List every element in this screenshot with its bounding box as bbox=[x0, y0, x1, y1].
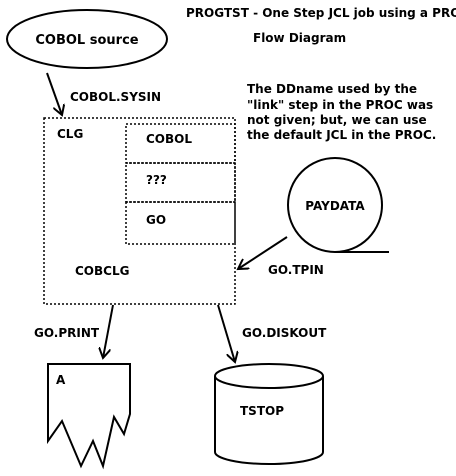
diskout-arrow bbox=[217, 304, 235, 362]
step-unknown-label: ??? bbox=[146, 173, 167, 187]
diagram-title: PROGTST - One Step JCL job using a PROC bbox=[186, 6, 456, 20]
print-output-label: A bbox=[56, 373, 66, 387]
step-cobol-label: COBOL bbox=[146, 132, 192, 146]
step-go-label: GO bbox=[146, 213, 166, 227]
sysin-label: COBOL.SYSIN bbox=[70, 90, 161, 104]
cobol-source-label: COBOL source bbox=[35, 33, 138, 48]
print-output-node bbox=[47, 363, 131, 470]
note-line-2: "link" step in the PROC was bbox=[247, 98, 433, 112]
print-arrow bbox=[103, 304, 114, 358]
step-unknown-box bbox=[125, 162, 236, 203]
step-go-box bbox=[125, 201, 236, 245]
tpin-label: GO.TPIN bbox=[268, 263, 324, 277]
print-label: GO.PRINT bbox=[34, 326, 100, 340]
disk-node bbox=[214, 376, 324, 465]
disk-label: TSTOP bbox=[240, 404, 284, 418]
sysin-arrow bbox=[46, 72, 62, 115]
cobclg-label: COBCLG bbox=[75, 264, 129, 278]
note-line-4: the default JCL in the PROC. bbox=[247, 128, 436, 142]
note-line-3: not given; but, we can use bbox=[247, 113, 427, 127]
diagram-subtitle: Flow Diagram bbox=[253, 31, 346, 45]
clg-proc-box bbox=[43, 117, 236, 305]
disk-top bbox=[214, 363, 324, 389]
cobol-source-node bbox=[6, 9, 168, 69]
paydata-label: PAYDATA bbox=[305, 199, 365, 213]
diskout-label: GO.DISKOUT bbox=[242, 326, 327, 340]
step-cobol-box bbox=[125, 123, 236, 164]
clg-label: CLG bbox=[57, 127, 83, 141]
note-line-1: The DDname used by the bbox=[247, 82, 417, 96]
tpin-arrow bbox=[238, 236, 288, 269]
